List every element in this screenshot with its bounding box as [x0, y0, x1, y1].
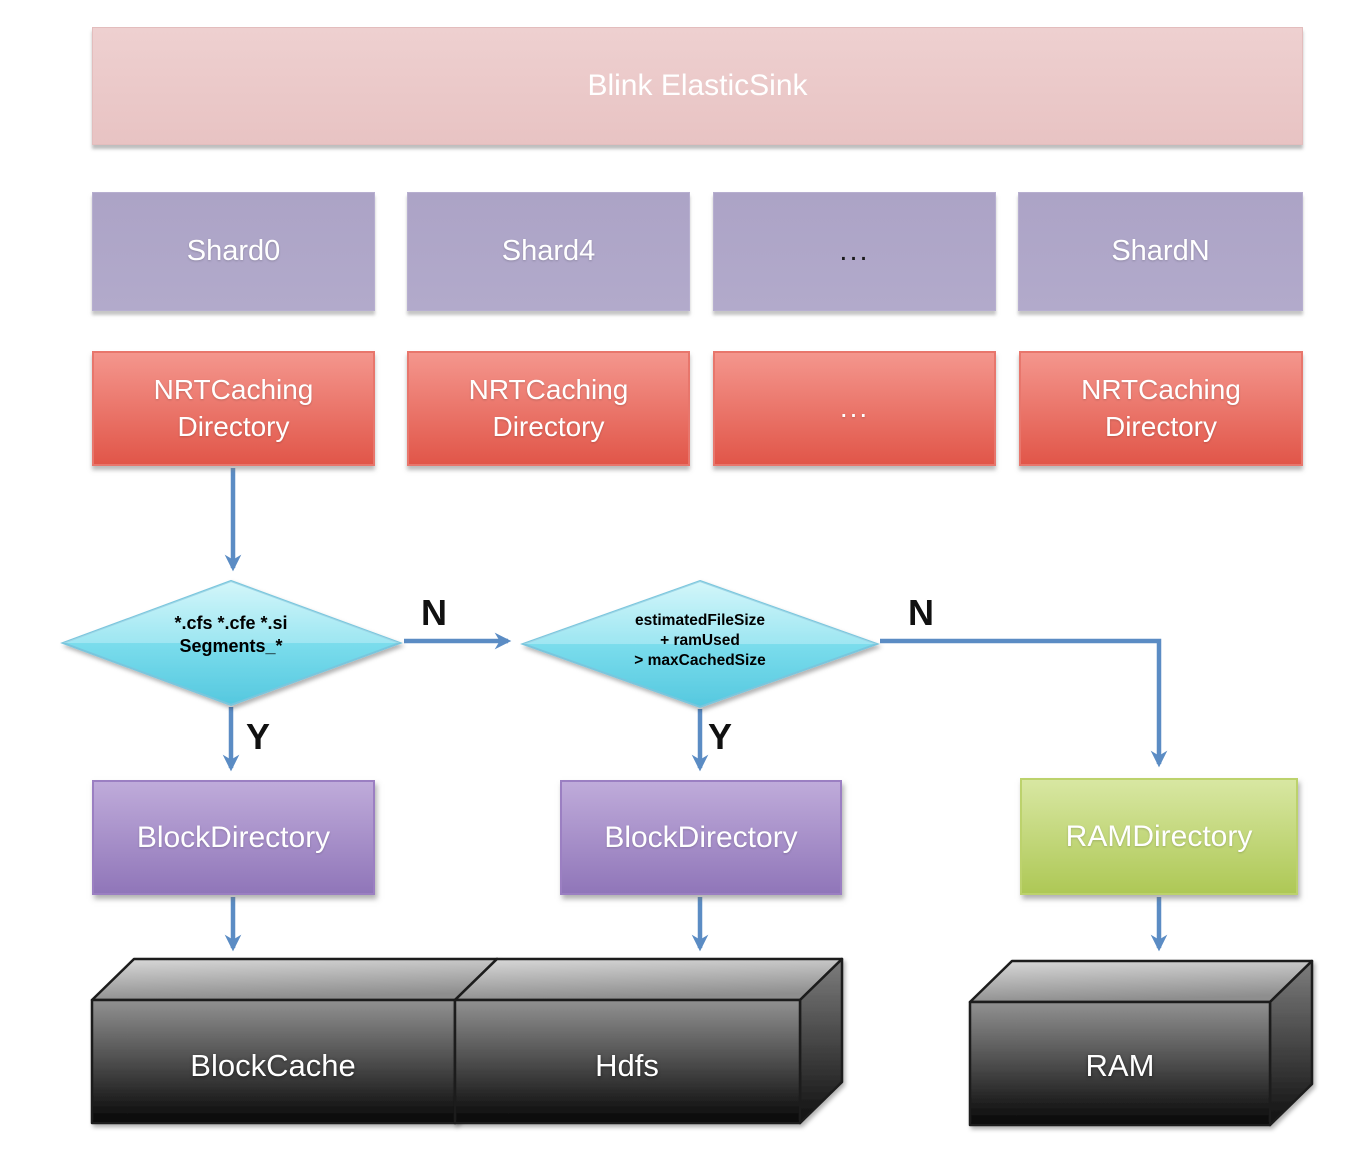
storage-box-blockcache — [90, 957, 499, 1125]
block-directory-label: BlockDirectory — [604, 820, 798, 854]
storage-box-ram — [968, 959, 1314, 1127]
shard-box-4: Shard4 — [407, 192, 690, 311]
decision-diamond-cache-size — [520, 579, 880, 709]
decision-diamond-file-type — [60, 579, 403, 707]
decision2-yes-label: Y — [708, 716, 733, 757]
nrt-directory-box-ellipsis: ... — [713, 351, 996, 466]
shard-label: ShardN — [1111, 235, 1210, 267]
nrt-directory-box-n: NRTCaching Directory — [1019, 351, 1303, 466]
nrt-line2: Directory — [1104, 410, 1217, 442]
flow-arrows — [222, 468, 1168, 952]
shard-box-n: ShardN — [1018, 192, 1303, 311]
nrt-line2: Directory — [177, 410, 290, 442]
ram-directory-box: RAMDirectory — [1020, 778, 1298, 895]
nrt-line1: NRTCaching — [1081, 373, 1241, 405]
ellipsis-label: ... — [839, 392, 870, 424]
block-directory-box-2: BlockDirectory — [560, 780, 842, 895]
block-directory-box-1: BlockDirectory — [92, 780, 375, 895]
shard-box-ellipsis: ... — [713, 192, 996, 311]
decision1-line1: *.cfs *.cfe *.si — [174, 613, 288, 633]
decision2-line1: estimatedFileSize — [634, 612, 766, 629]
decision2-line3: > maxCachedSize — [634, 652, 766, 670]
title-label: Blink ElasticSink — [587, 69, 808, 102]
ram-directory-label: RAMDirectory — [1065, 819, 1253, 853]
nrt-line1: NRTCaching — [153, 373, 314, 405]
hdfs-label: Hdfs — [595, 1048, 659, 1083]
nrt-line1: NRTCaching — [468, 373, 629, 405]
decision1-no-label: N — [421, 592, 447, 633]
block-directory-label: BlockDirectory — [136, 820, 331, 854]
title-box: Blink ElasticSink — [92, 27, 1303, 145]
decision2-no-label: N — [908, 592, 934, 633]
nrt-directory-box-0: NRTCaching Directory — [92, 351, 375, 466]
shard-label: Shard0 — [186, 235, 281, 267]
decision1-text: *.cfs *.cfe *.si Segments_* — [103, 612, 359, 659]
shard-label: Shard4 — [501, 235, 596, 267]
decision2-text: estimatedFileSize + ramUsed > maxCachedS… — [572, 611, 828, 671]
nrt-directory-box-1: NRTCaching Directory — [407, 351, 690, 466]
blockcache-label: BlockCache — [190, 1048, 356, 1083]
nrt-line2: Directory — [492, 410, 605, 442]
decision1-yes-label: Y — [246, 716, 271, 757]
ellipsis-label: ... — [839, 235, 870, 267]
storage-box-hdfs — [453, 957, 844, 1125]
decision2-line2: + ramUsed — [660, 632, 740, 650]
decision1-line2: Segments_* — [179, 636, 283, 657]
ram-label: RAM — [1085, 1048, 1155, 1083]
shard-box-0: Shard0 — [92, 192, 375, 311]
arrow-decision2-no — [880, 638, 1168, 768]
